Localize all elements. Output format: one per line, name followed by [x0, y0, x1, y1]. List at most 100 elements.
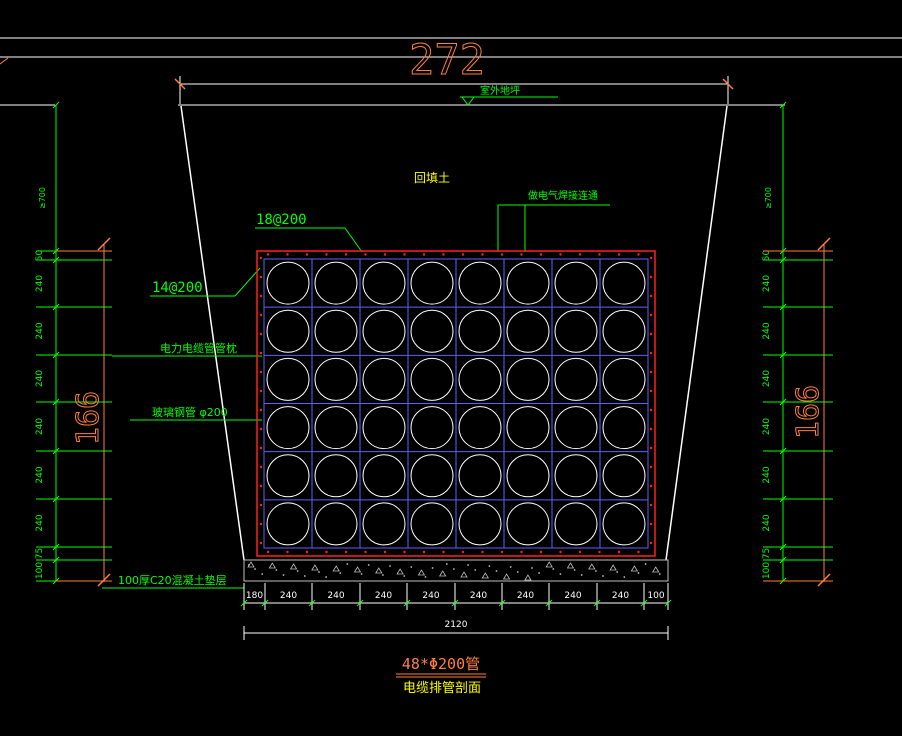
encasement-border	[256, 250, 656, 557]
rebar-dot	[403, 253, 406, 256]
cable-pipe	[362, 454, 406, 498]
hatch-dot	[602, 575, 604, 577]
hatch-dot	[580, 574, 583, 576]
cable-pipe	[410, 357, 454, 401]
cable-pipe	[458, 502, 502, 546]
cable-pipe	[314, 502, 358, 546]
hatch-triangle	[630, 565, 639, 572]
dim-slash	[593, 599, 601, 607]
hatch-dot	[474, 569, 477, 571]
hatch-triangle	[268, 562, 277, 569]
trench-width-dimension	[174, 76, 735, 106]
rebar-dot	[305, 550, 309, 554]
hatch-dot	[254, 568, 256, 570]
rebar-side-label: 14@200	[152, 280, 203, 296]
rebar-dot	[598, 550, 601, 554]
dim-slash	[545, 599, 553, 607]
rebar-dot	[617, 550, 621, 554]
cable-pipe	[554, 261, 598, 305]
cable-pipe	[314, 454, 358, 498]
hatch-dot	[559, 573, 562, 575]
cable-pipe	[362, 309, 406, 353]
hatch-dot	[389, 565, 391, 567]
rebar-dot	[649, 503, 653, 507]
hatch-dot	[282, 574, 285, 576]
rebar-dot	[500, 253, 504, 256]
dim-label: 240	[35, 370, 45, 387]
bedding-label: 100厚C20混凝土垫层	[118, 573, 227, 587]
hatch-triangle	[609, 564, 617, 571]
rebar-dot	[259, 503, 263, 507]
cable-pipe	[602, 261, 646, 305]
rebar-dot	[559, 253, 562, 256]
rebar-dot	[520, 550, 523, 554]
hatch-dot	[644, 563, 647, 565]
dim-label: 50	[35, 250, 45, 262]
rebar-dot	[649, 465, 653, 469]
cable-pipe	[506, 454, 550, 498]
rebar-dot	[461, 253, 465, 256]
concrete-bedding	[243, 559, 669, 582]
hatch-dot	[325, 576, 327, 578]
cable-pipe	[362, 406, 406, 450]
dim-slash	[52, 303, 60, 311]
rebar-top-label: 18@200	[256, 212, 307, 228]
rebar-dot	[649, 484, 653, 488]
rebar-dot	[539, 253, 543, 256]
rebar-dot	[266, 550, 270, 554]
rebar-dot	[442, 550, 445, 554]
cable-pipe	[362, 502, 406, 546]
hatch-dot	[403, 575, 406, 577]
rebar-dot	[598, 253, 601, 256]
cable-pipe	[266, 454, 310, 498]
cable-pipe	[266, 502, 310, 546]
rebar-dot	[422, 550, 426, 554]
dim-label: 240	[762, 514, 772, 531]
cable-pipe	[458, 309, 502, 353]
grounding-leader	[497, 204, 610, 252]
rebar-dot	[649, 370, 653, 374]
rebar-dot	[649, 408, 653, 412]
rebar-dot	[259, 313, 263, 317]
rebar-dot	[649, 256, 653, 260]
total-width-label: 2120	[445, 620, 468, 630]
hatch-dot	[616, 571, 619, 573]
hatch-dot	[431, 567, 434, 569]
dim-slash	[52, 351, 60, 359]
hatch-dot	[445, 563, 448, 565]
pipe-count-label: 48*Φ200管	[402, 655, 480, 673]
hatch-triangle	[417, 569, 426, 576]
dim-slash	[52, 101, 60, 109]
dim-slash	[308, 599, 316, 607]
hatch-dot	[509, 566, 512, 568]
hatch-triangle	[588, 563, 596, 570]
depth-label-right: ≥700	[764, 187, 773, 209]
rebar-dot	[649, 275, 653, 279]
hatch-dot	[296, 570, 299, 572]
hatch-dot	[360, 573, 363, 575]
rebar-dot	[259, 370, 263, 374]
section-title: 电缆排管剖面	[403, 680, 481, 696]
hatch-triangle	[375, 567, 383, 574]
hatch-triangle	[502, 573, 511, 580]
hatch-dot	[637, 572, 640, 574]
cable-pipe	[410, 261, 454, 305]
depth-label-left: ≥700	[38, 187, 47, 209]
side-dim-slash	[817, 237, 831, 251]
cable-pipe	[554, 357, 598, 401]
dim-slash	[779, 303, 787, 311]
hatch-dot	[531, 567, 533, 569]
cable-pipe	[266, 309, 310, 353]
dim-slash	[779, 101, 787, 109]
cable-pipe	[554, 406, 598, 450]
rebar-dot	[520, 253, 523, 256]
backfill-label: 回填土	[414, 171, 450, 185]
dim-label: 240	[35, 514, 45, 531]
rebar-dot	[649, 351, 653, 355]
dim-label: 240	[35, 418, 45, 435]
dim-slash	[403, 599, 411, 607]
dim-slash	[52, 398, 60, 406]
hatch-dot	[488, 565, 491, 567]
rebar-dot	[266, 253, 270, 256]
hatch-dot	[495, 570, 498, 572]
